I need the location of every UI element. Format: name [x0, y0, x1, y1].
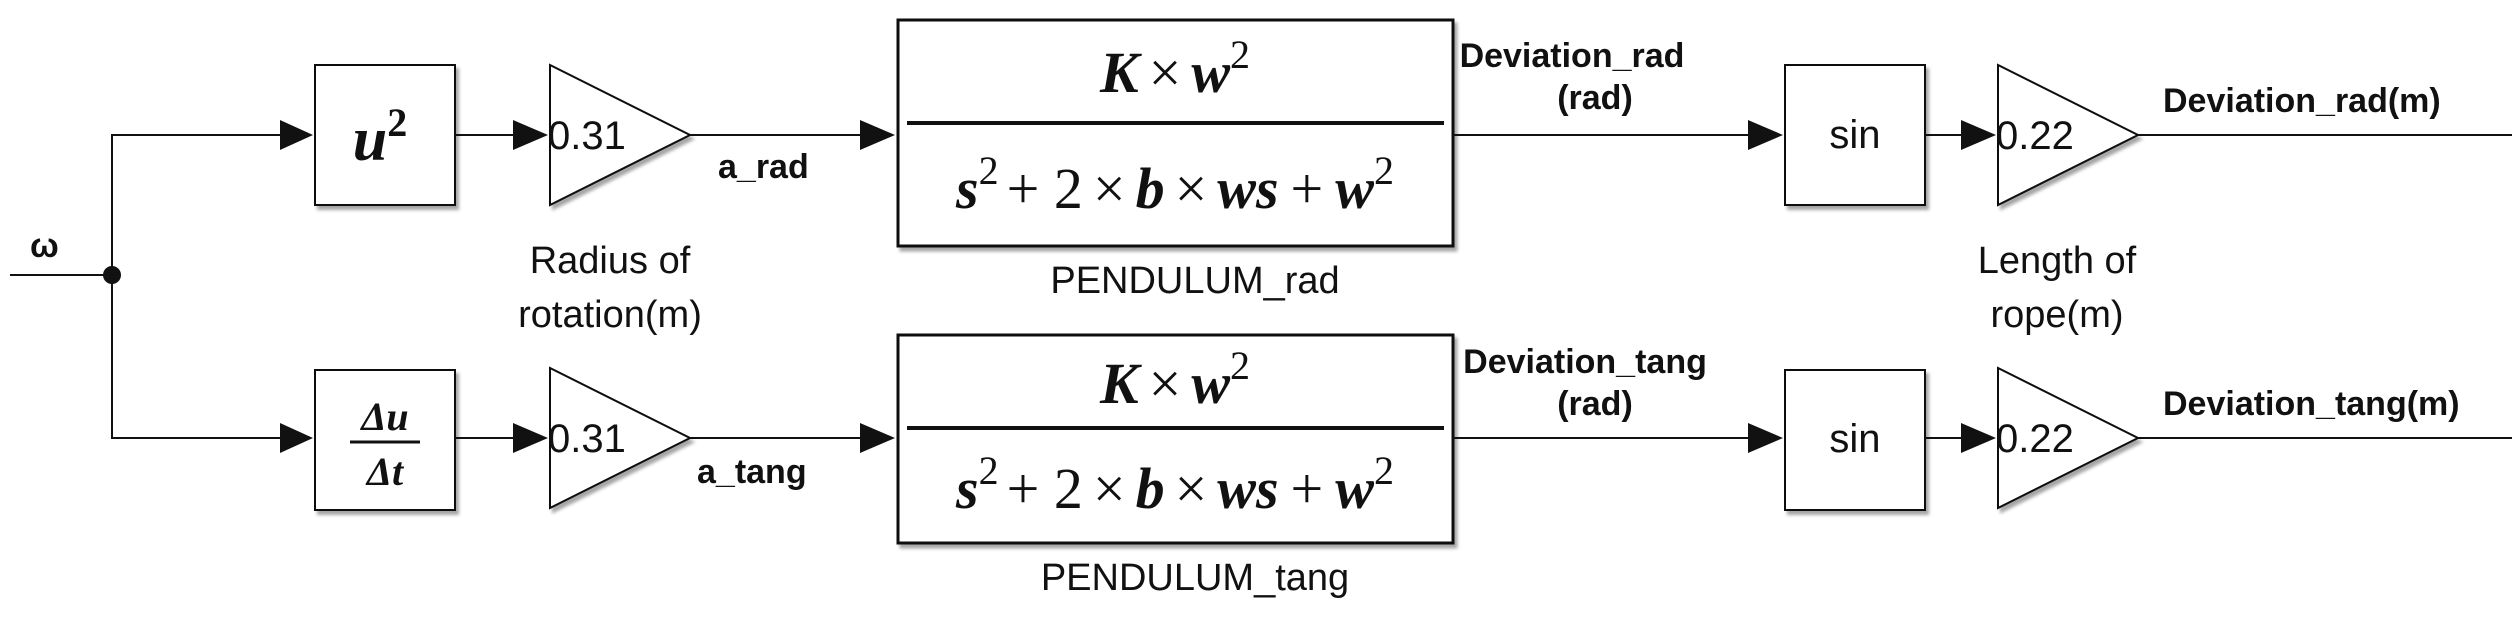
- signal-deviation-tang-unit: (rad): [1557, 385, 1633, 423]
- gain-radius-rad[interactable]: [549, 63, 693, 207]
- derivative-block[interactable]: [314, 369, 456, 511]
- arrow-to-gain-radius-tang: [513, 423, 548, 453]
- transfer-function-tang[interactable]: [896, 333, 1455, 545]
- signal-deviation-tang: Deviation_tang: [1463, 343, 1707, 381]
- tf-rad-denominator: s2+ 2×b×ws+w2: [955, 148, 1394, 221]
- branch-line-tang: [111, 275, 285, 439]
- signal-deviation-rad: Deviation_rad: [1460, 37, 1685, 75]
- input-label: ω: [30, 227, 59, 265]
- gain-radius-rad-value: 0.31: [548, 114, 626, 158]
- arrow-to-sin-tang: [1748, 423, 1783, 453]
- gain-length-tang-value: 0.22: [1996, 417, 2074, 461]
- sin-block-tang[interactable]: [1784, 369, 1926, 511]
- output-label-rad: Deviation_rad(m): [2163, 82, 2441, 120]
- arrow-to-gain-length-tang: [1961, 423, 1996, 453]
- gain-radius-tang[interactable]: [549, 366, 693, 510]
- branch-line-rad: [111, 134, 285, 275]
- sin-block-tang-label: sin: [1829, 417, 1880, 461]
- length-annotation-line2: rope(m): [1990, 294, 2123, 336]
- square-block-expression: u2: [353, 100, 407, 174]
- arrow-to-square-block: [280, 120, 313, 150]
- arrow-to-gain-length-rad: [1961, 120, 1996, 150]
- radius-annotation-line2: rotation(m): [518, 294, 702, 336]
- gain-length-rad[interactable]: [1997, 63, 2141, 207]
- arrow-to-tf-tang: [860, 423, 895, 453]
- gain-length-tang[interactable]: [1997, 366, 2141, 510]
- sin-block-rad-label: sin: [1829, 113, 1880, 157]
- length-annotation-line1: Length of: [1978, 240, 2137, 282]
- transfer-function-rad[interactable]: [896, 18, 1455, 248]
- gain-length-rad-value: 0.22: [1996, 114, 2074, 158]
- square-block[interactable]: [314, 64, 456, 206]
- derivative-numerator: Δu: [359, 394, 408, 439]
- arrow-to-gain-radius-rad: [513, 120, 548, 150]
- sin-block-rad[interactable]: [1784, 64, 1926, 206]
- tf-tang-name: PENDULUM_tang: [1041, 557, 1349, 599]
- tf-tang-denominator: s2+ 2×b×ws+w2: [955, 448, 1394, 521]
- tf-tang-numerator: K×w2: [1099, 343, 1250, 416]
- arrow-to-sin-rad: [1748, 120, 1783, 150]
- radius-annotation-line1: Radius of: [530, 240, 691, 282]
- output-label-tang: Deviation_tang(m): [2163, 385, 2460, 423]
- tf-rad-name: PENDULUM_rad: [1050, 260, 1339, 302]
- signal-a-tang: a_tang: [697, 453, 807, 491]
- signal-a-rad: a_rad: [718, 148, 809, 186]
- gain-radius-tang-value: 0.31: [548, 417, 626, 461]
- arrow-to-tf-rad: [860, 120, 895, 150]
- signal-deviation-rad-unit: (rad): [1557, 79, 1633, 117]
- tf-rad-numerator: K×w2: [1099, 32, 1250, 105]
- arrow-to-derivative-block: [280, 423, 313, 453]
- derivative-denominator: Δt: [365, 449, 405, 494]
